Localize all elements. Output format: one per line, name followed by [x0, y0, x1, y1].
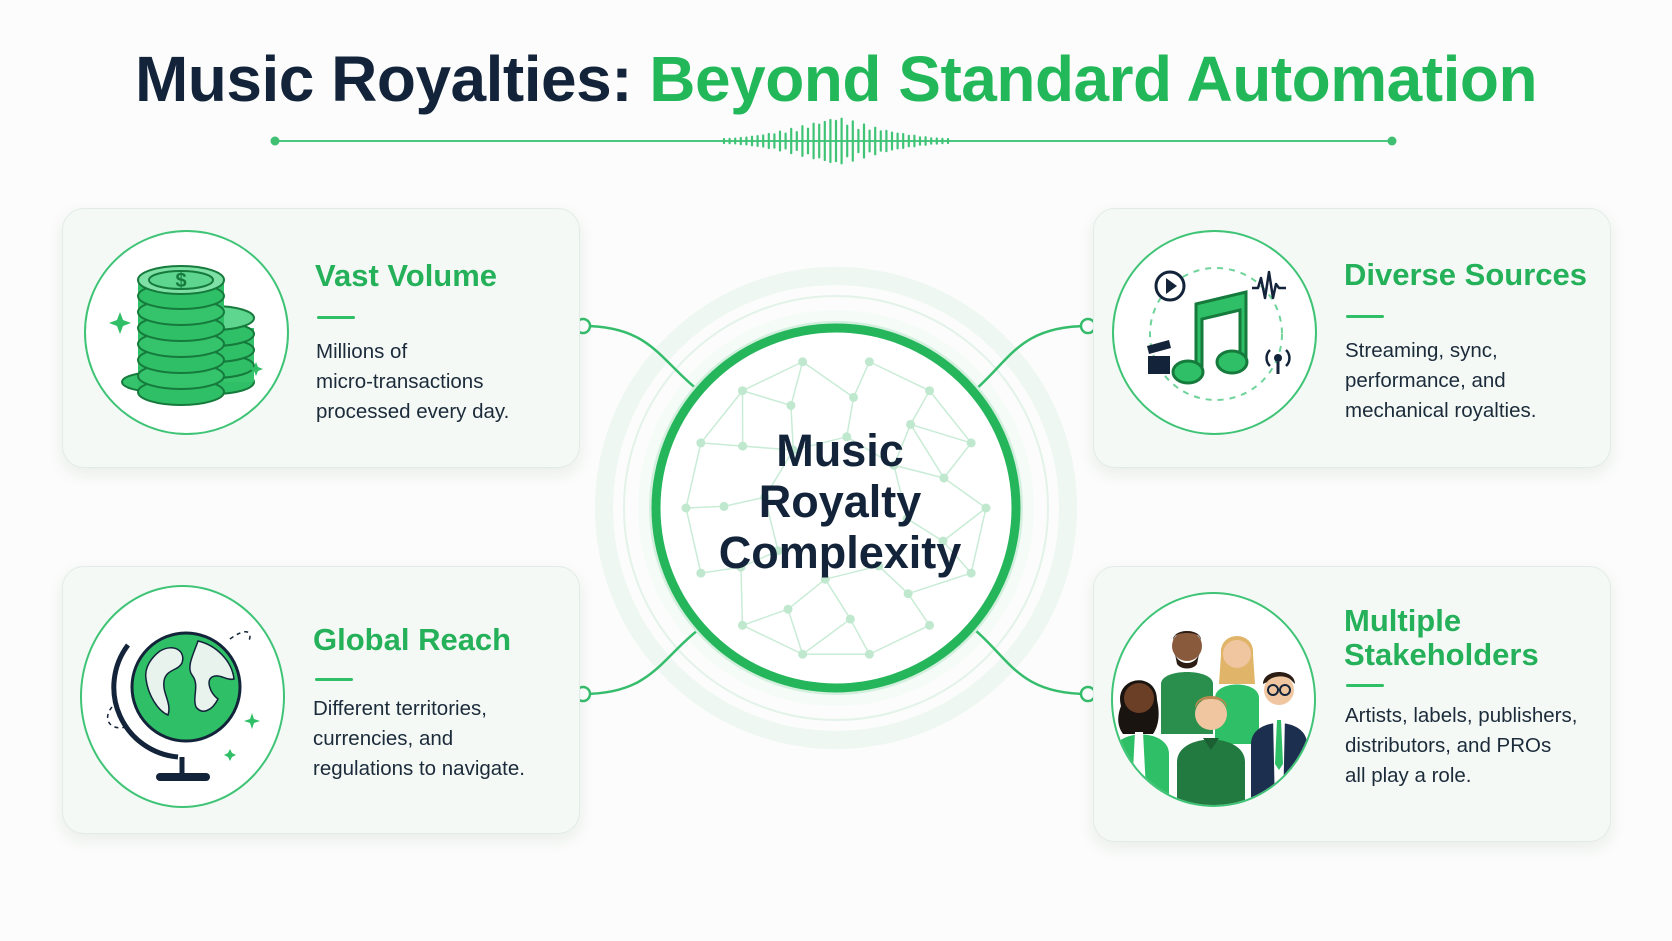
card-description: Millions of micro-transactions processed… — [316, 337, 509, 427]
center-line-1: Music — [776, 425, 904, 476]
svg-text:$: $ — [175, 270, 186, 292]
center-line-3: Complexity — [718, 527, 962, 578]
card-divider — [317, 316, 355, 319]
card-description-line: micro-transactions — [316, 370, 484, 393]
coin-stack-icon: $ — [84, 230, 289, 435]
connector-lines — [582, 324, 1089, 696]
card-title-line: Multiple — [1344, 603, 1462, 638]
sound-wave-icon — [722, 117, 950, 165]
card-title: Diverse Sources — [1344, 257, 1587, 292]
card-description-line: regulations to navigate. — [313, 757, 525, 780]
network-pattern-icon — [681, 357, 991, 659]
card-diverse-sources: Diverse Sources Streaming, sync, perform… — [1093, 208, 1611, 468]
card-description-line: Different territories, — [313, 697, 487, 720]
card-description-line: all play a role. — [1345, 764, 1472, 787]
title-green-part: Beyond Standard Automation — [649, 43, 1538, 115]
title-dark-part: Music Royalties: — [134, 43, 633, 115]
card-global-reach: Global Reach Different territories, curr… — [62, 566, 580, 834]
card-title-line: Stakeholders — [1344, 637, 1539, 672]
card-description-line: Millions of — [316, 340, 408, 363]
card-divider — [1346, 684, 1384, 687]
card-description-line: mechanical royalties. — [1345, 399, 1537, 422]
card-description-line: currencies, and — [313, 727, 454, 750]
card-description-line: performance, and — [1345, 369, 1506, 392]
title-divider — [270, 117, 1397, 165]
card-title: Global Reach — [313, 622, 512, 657]
music-note-icon — [1112, 230, 1317, 435]
card-description-line: processed every day. — [316, 400, 510, 423]
card-description-line: distributors, and PROs — [1345, 734, 1552, 757]
card-vast-volume: $ Vast Volume Millions of micro-transact… — [62, 208, 580, 468]
card-divider — [1346, 315, 1384, 318]
center-line-2: Royalty — [758, 476, 922, 527]
card-title: Multiple Stakeholders — [1344, 604, 1539, 672]
card-multiple-stakeholders: Multiple Stakeholders Artists, labels, p… — [1093, 566, 1611, 842]
card-title: Vast Volume — [315, 258, 498, 293]
people-group-icon — [1111, 592, 1316, 807]
center-label: Music Royalty Complexity — [690, 425, 990, 578]
card-divider — [315, 678, 353, 681]
card-description: Different territories, currencies, and r… — [313, 694, 525, 784]
central-hub — [649, 321, 1023, 695]
card-description: Artists, labels, publishers, distributor… — [1345, 701, 1577, 791]
card-description: Streaming, sync, performance, and mechan… — [1345, 336, 1536, 426]
card-description-line: Streaming, sync, — [1345, 339, 1498, 362]
page-title: Music Royalties: Beyond Standard Automat… — [0, 42, 1672, 116]
globe-icon — [80, 585, 285, 808]
card-description-line: Artists, labels, publishers, — [1345, 704, 1578, 727]
